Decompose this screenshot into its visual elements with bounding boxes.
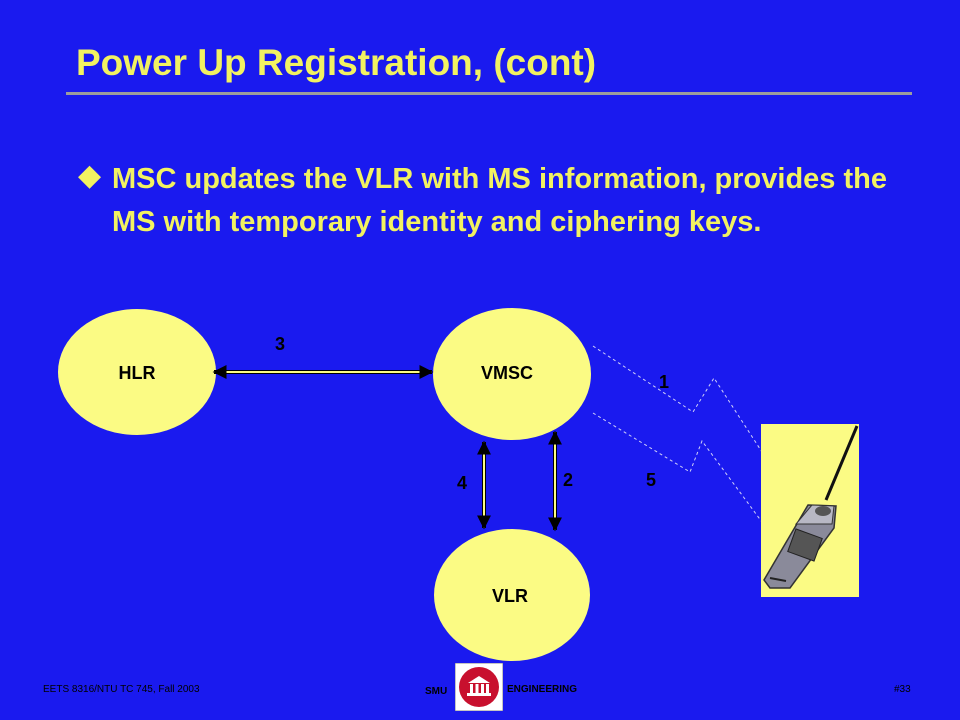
vlr-node xyxy=(434,529,590,661)
step-5-label: 5 xyxy=(646,470,656,490)
mobile-phone-icon xyxy=(763,425,859,589)
hlr-node xyxy=(58,309,216,435)
title-divider xyxy=(66,92,912,95)
hlr-label: HLR xyxy=(119,363,156,383)
footer-page-number: #33 xyxy=(894,684,911,695)
slide-title: Power Up Registration, (cont) xyxy=(76,42,597,83)
radio-link-1 xyxy=(592,345,763,453)
smu-logo-icon xyxy=(455,663,503,711)
footer-smu: SMU xyxy=(425,686,448,697)
footer-course: EETS 8316/NTU TC 745, Fall 2003 xyxy=(43,684,200,695)
vlr-label: VLR xyxy=(492,586,528,606)
footer-engineering: ENGINEERING xyxy=(507,684,578,695)
radio-link-5 xyxy=(592,412,763,523)
step-2-label: 2 xyxy=(563,470,573,490)
vmsc-label: VMSC xyxy=(481,363,533,383)
bullet-marker-icon: ◆ xyxy=(78,158,102,193)
step-1-label: 1 xyxy=(659,372,669,392)
vmsc-node xyxy=(433,308,591,440)
bullet-text: MSC updates the VLR with MS information,… xyxy=(112,163,887,238)
step-3-label: 3 xyxy=(275,334,285,354)
step-4-label: 4 xyxy=(457,473,467,493)
